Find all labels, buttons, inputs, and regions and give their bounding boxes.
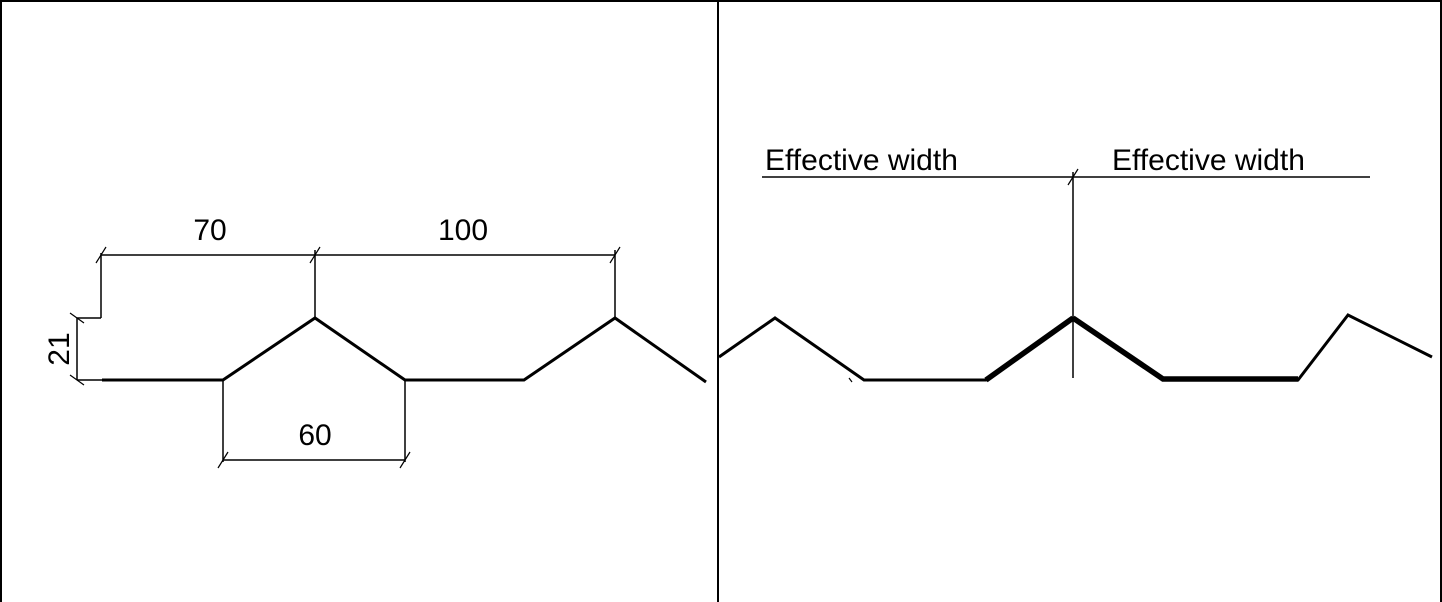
tick-height-2 [69, 374, 85, 386]
effective-segment-right [1071, 315, 1298, 382]
tick-top-2 [309, 246, 321, 264]
dim-label-70: 70 [193, 214, 226, 247]
tick-top-3 [609, 246, 621, 264]
tick-top-1 [95, 246, 107, 264]
dim-label-21: 21 [43, 332, 76, 365]
right-panel: Effective width Effective width [718, 144, 1433, 383]
left-panel-frame [0, 0, 719, 602]
left-profile-line [102, 316, 707, 384]
right-panel-frame [717, 0, 1442, 602]
right-profile-line [718, 313, 1433, 382]
trough-mark [848, 377, 853, 383]
tick-trough-2 [399, 451, 411, 469]
effective-width-label-right: Effective width [1112, 144, 1305, 177]
tick-trough-1 [217, 451, 229, 469]
effective-width-label-left: Effective width [765, 144, 958, 177]
left-panel: 70 100 21 60 [43, 214, 707, 469]
effective-segment-left [984, 315, 1075, 383]
dim-label-60: 60 [298, 419, 331, 452]
tick-height-1 [69, 312, 85, 324]
dim-label-100: 100 [438, 214, 488, 247]
